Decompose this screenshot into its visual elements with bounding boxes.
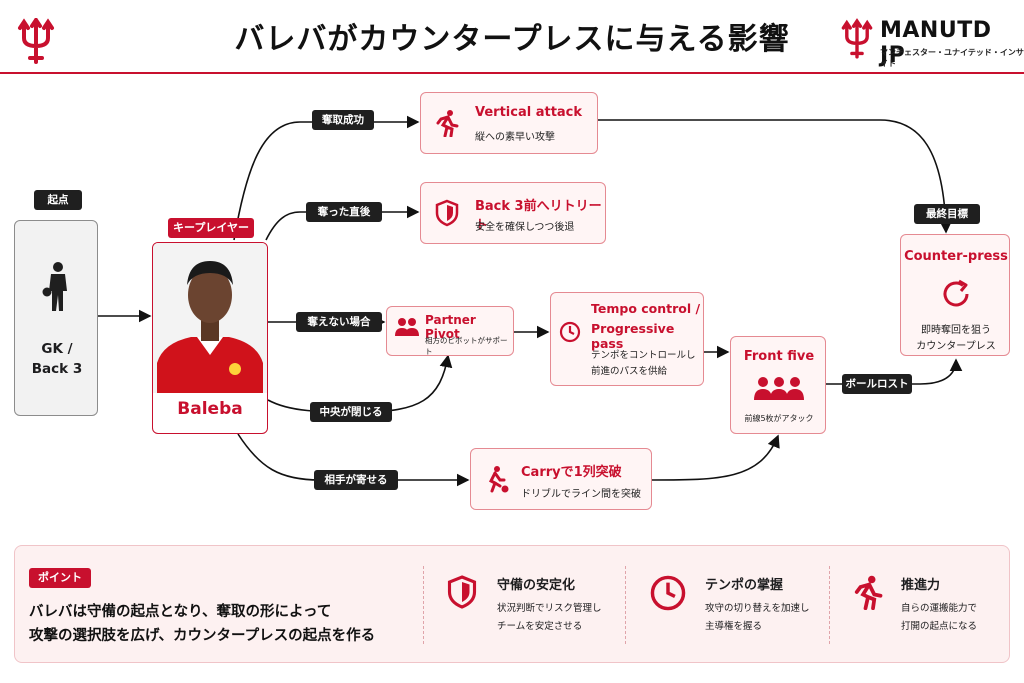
front-five-node: Front five 前線5枚がアタック bbox=[730, 336, 826, 434]
point-tag: ポイント bbox=[29, 568, 91, 588]
trident-logo-right-icon bbox=[841, 18, 873, 59]
edge-label-not-won: 奪えない場合 bbox=[296, 312, 382, 332]
edge-label-ball-lost: ボールロスト bbox=[842, 374, 912, 394]
vertical-attack-node: Vertical attack 縦への素早い攻撃 bbox=[420, 92, 598, 154]
point-item-3-desc-1: 自らの運搬能力で bbox=[901, 603, 978, 614]
tempo-title-1: Tempo control / bbox=[591, 301, 701, 316]
counter-press-title: Counter-press bbox=[904, 249, 1008, 264]
header: バレバがカウンタープレスに与える影響 MANUTD JP マンチェスター・ユナイ… bbox=[0, 0, 1024, 74]
runner-icon bbox=[436, 110, 459, 137]
tempo-title-2: Progressive pass bbox=[591, 321, 675, 351]
counter-press-node: Counter-press 即時奪回を狙う カウンタープレス bbox=[900, 234, 1010, 356]
divider-2 bbox=[625, 566, 626, 644]
clock-icon bbox=[559, 321, 581, 343]
edge-to-vertical bbox=[233, 115, 420, 241]
tempo-node: Tempo control / Progressive pass テンポをコント… bbox=[550, 292, 704, 386]
edge-label-after: 奪った直後 bbox=[306, 202, 382, 222]
point-item-3-title: 推進力 bbox=[901, 578, 941, 593]
brand-subtitle: マンチェスター・ユナイテッド・インサイト bbox=[880, 48, 1024, 68]
refresh-icon bbox=[943, 279, 969, 307]
gk-node: GK / Back 3 bbox=[14, 220, 98, 416]
pivot-title: Partner Pivot bbox=[425, 313, 476, 341]
back3-title: Back 3前へリトリート bbox=[475, 199, 602, 233]
point-item-1-desc-1: 状況判断でリスク管理し bbox=[497, 603, 602, 614]
start-tag: 起点 bbox=[34, 190, 82, 210]
edge-label-win: 奪取成功 bbox=[312, 110, 374, 130]
two-people-icon bbox=[395, 318, 419, 336]
page-title: バレバがカウンタープレスに与える影響 bbox=[234, 22, 790, 57]
counter-press-desc-2: カウンタープレス bbox=[916, 341, 996, 352]
shield-icon bbox=[447, 575, 477, 609]
dribble-icon bbox=[488, 466, 509, 493]
three-people-icon bbox=[754, 377, 804, 400]
back3-desc: 安全を確保しつつ後退 bbox=[475, 222, 575, 233]
final-goal-tag: 最終目標 bbox=[914, 204, 980, 224]
carry-desc: ドリブルでライン間を突破 bbox=[521, 489, 641, 500]
carry-title: Carryで1列突破 bbox=[521, 465, 622, 480]
gk-label: GK / Back 3 bbox=[31, 341, 83, 377]
edge-label-opponent-close: 相手が寄せる bbox=[314, 470, 398, 490]
brand-name: MANUTD JP bbox=[880, 18, 992, 68]
point-item-3-desc-2: 打開の起点になる bbox=[901, 621, 978, 632]
back3-node: Back 3前へリトリート 安全を確保しつつ後退 bbox=[420, 182, 606, 244]
partner-pivot-node: Partner Pivot 相方のピボットがサポート bbox=[386, 306, 514, 356]
point-item-1-title: 守備の安定化 bbox=[497, 578, 576, 593]
clock-icon bbox=[650, 575, 686, 611]
edge-label-center-closed: 中央が閉じる bbox=[310, 402, 392, 422]
tempo-desc-2: 前進のパスを供給 bbox=[591, 366, 668, 377]
front-five-title: Front five bbox=[743, 349, 815, 364]
point-item-2-desc-1: 攻守の切り替えを加速し bbox=[705, 603, 810, 614]
divider-3 bbox=[829, 566, 830, 644]
trident-logo-left-icon bbox=[18, 18, 54, 64]
point-item-2-desc-2: 主導権を握る bbox=[705, 621, 763, 632]
runner-icon bbox=[854, 575, 883, 610]
point-line-1: バレバは守備の起点となり、奪取の形によって bbox=[29, 604, 332, 620]
front-five-desc: 前線5枚がアタック bbox=[744, 414, 814, 423]
pivot-desc: 相方のピボットがサポート bbox=[425, 336, 508, 356]
edge-vertical-to-counter bbox=[598, 119, 953, 234]
carry-node: Carryで1列突破 ドリブルでライン間を突破 bbox=[470, 448, 652, 510]
edge-front-to-counter bbox=[826, 358, 963, 385]
header-divider bbox=[0, 72, 1024, 74]
player-name: Baleba bbox=[177, 399, 243, 419]
player-card: Baleba bbox=[152, 242, 268, 434]
tempo-desc-1: テンポをコントロールし bbox=[591, 350, 696, 361]
edge-to-back3 bbox=[265, 205, 420, 241]
vertical-attack-desc: 縦への素早い攻撃 bbox=[475, 132, 555, 143]
shield-icon bbox=[435, 199, 459, 227]
key-points-panel: ポイント バレバは守備の起点となり、奪取の形によって 攻撃の選択肢を広げ、カウン… bbox=[14, 545, 1010, 663]
point-line-2: 攻撃の選択肢を広げ、カウンタープレスの起点を作る bbox=[29, 628, 376, 644]
key-player-tag: キープレイヤー bbox=[168, 218, 254, 238]
player-photo bbox=[153, 243, 267, 393]
divider-1 bbox=[423, 566, 424, 644]
point-item-1-desc-2: チームを安定させる bbox=[497, 621, 583, 632]
point-item-2-title: テンポの掌握 bbox=[705, 578, 784, 593]
counter-press-desc-1: 即時奪回を狙う bbox=[921, 325, 991, 336]
vertical-attack-title: Vertical attack bbox=[475, 105, 583, 120]
goalkeeper-icon bbox=[42, 262, 67, 311]
edge-carry-to-front bbox=[651, 434, 780, 481]
